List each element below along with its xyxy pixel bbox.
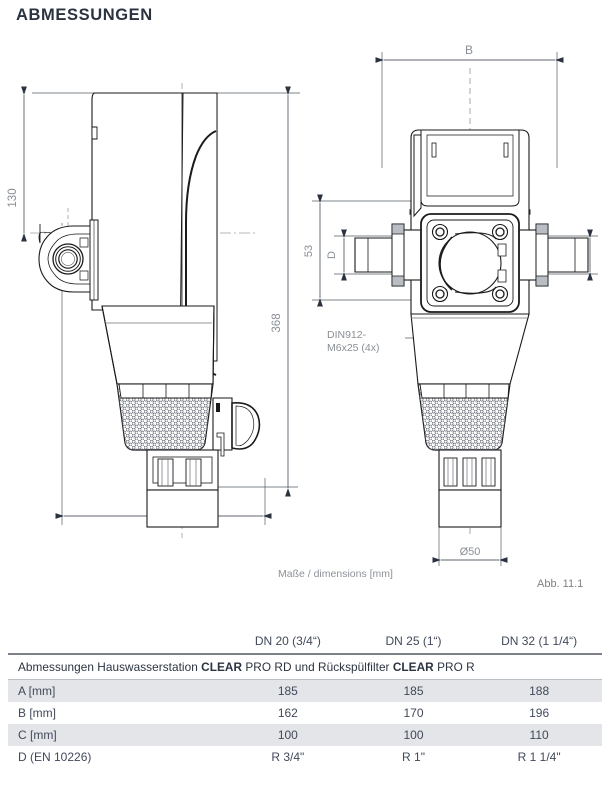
left-drain-knob — [212, 397, 261, 457]
dim-D-left-label: D — [326, 251, 338, 259]
dim-368-label: 368 — [271, 313, 283, 332]
left-outlet-pipe — [146, 449, 219, 528]
table-title-brand-1: CLEAR — [201, 660, 243, 674]
column-header-dn25: DN 25 (1“) — [385, 634, 442, 648]
table-row: B [mm] 162 170 196 — [8, 702, 602, 724]
dim-D-left — [334, 229, 400, 281]
right-pipes — [354, 223, 589, 287]
table-row: A [mm] 185 185 188 — [8, 679, 602, 702]
dimensions-table: Abmessungen Hauswasserstation CLEAR PRO … — [8, 630, 602, 768]
cell-dn25: 185 — [350, 679, 477, 702]
dim-diameter-50 — [432, 527, 508, 566]
cell-dn32: 188 — [476, 679, 602, 702]
dimensions-note: Maße / dimensions [mm] — [278, 568, 393, 580]
column-header-label — [8, 630, 225, 654]
table-header-row: DN 20 (3/4“) DN 25 (1“) DN 32 (1 1/4“) — [8, 630, 602, 654]
row-label: C [mm] — [8, 724, 225, 746]
dim-368 — [210, 86, 298, 497]
dim-B — [375, 52, 564, 168]
table-title-brand-2: CLEAR — [392, 660, 434, 674]
cell-dn20: 162 — [277, 706, 298, 720]
cell-dn25: 170 — [403, 706, 424, 720]
cell-dn20: 100 — [224, 724, 351, 746]
table-title-part-2: PRO RD und Rückspülfilter — [242, 660, 393, 674]
table-row: D (EN 10226) R 3/4" R 1" R 1 1/4" — [8, 746, 602, 768]
cell-dn32: 196 — [529, 706, 550, 720]
right-outlet-pipe — [438, 449, 502, 528]
annotation-din912-line1: DIN912- — [327, 329, 367, 341]
dim-53-vertical-label: 53 — [303, 245, 315, 257]
bolt-heads — [431, 223, 509, 303]
table-title: Abmessungen Hauswasserstation CLEAR PRO … — [8, 653, 602, 680]
left-filter-mesh — [116, 383, 214, 451]
row-label: A [mm] — [8, 679, 225, 702]
left-inlet-head — [38, 219, 99, 301]
page-title: ABMESSUNGEN — [16, 6, 153, 24]
dim-diameter-50-label: Ø50 — [460, 546, 481, 558]
cell-dn25: R 1" — [402, 750, 425, 764]
table-title-part-1: Abmessungen Hauswasserstation — [18, 660, 202, 674]
left-funnel — [101, 305, 215, 385]
left-side-view: 130 368 A — [7, 83, 300, 538]
table-body: A [mm] 185 185 188 B [mm] 162 170 196 C … — [8, 679, 602, 769]
annotation-din912-line2: M6x25 (4x) — [327, 342, 380, 354]
table-title-row: Abmessungen Hauswasserstation CLEAR PRO … — [8, 653, 602, 680]
cell-dn25: 100 — [350, 724, 477, 746]
dim-130-label: 130 — [7, 188, 19, 207]
cell-dn20: 185 — [224, 679, 351, 702]
right-funnel — [410, 313, 530, 385]
drawings-svg: 130 368 A — [7, 43, 598, 566]
right-filter-mesh — [417, 383, 511, 451]
cell-dn32: 110 — [476, 724, 602, 746]
row-label: D (EN 10226) — [18, 750, 92, 764]
dim-D-right — [540, 229, 598, 281]
right-front-view: B C 53 — [303, 43, 598, 566]
cell-dn32: R 1 1/4" — [517, 750, 561, 764]
cell-dn20: R 3/4" — [271, 750, 305, 764]
table-row: C [mm] 100 100 110 — [8, 724, 602, 746]
figure-label: Abb. 11.1 — [537, 578, 584, 590]
column-header-dn32: DN 32 (1 1/4“) — [501, 634, 578, 648]
technical-drawings: 130 368 A — [0, 38, 610, 618]
dim-B-label: B — [465, 43, 473, 57]
row-label: B [mm] — [18, 706, 56, 720]
table-title-part-3: PRO R — [433, 660, 475, 674]
column-header-dn20: DN 20 (3/4“) — [254, 634, 321, 648]
right-center-flange — [420, 213, 520, 313]
